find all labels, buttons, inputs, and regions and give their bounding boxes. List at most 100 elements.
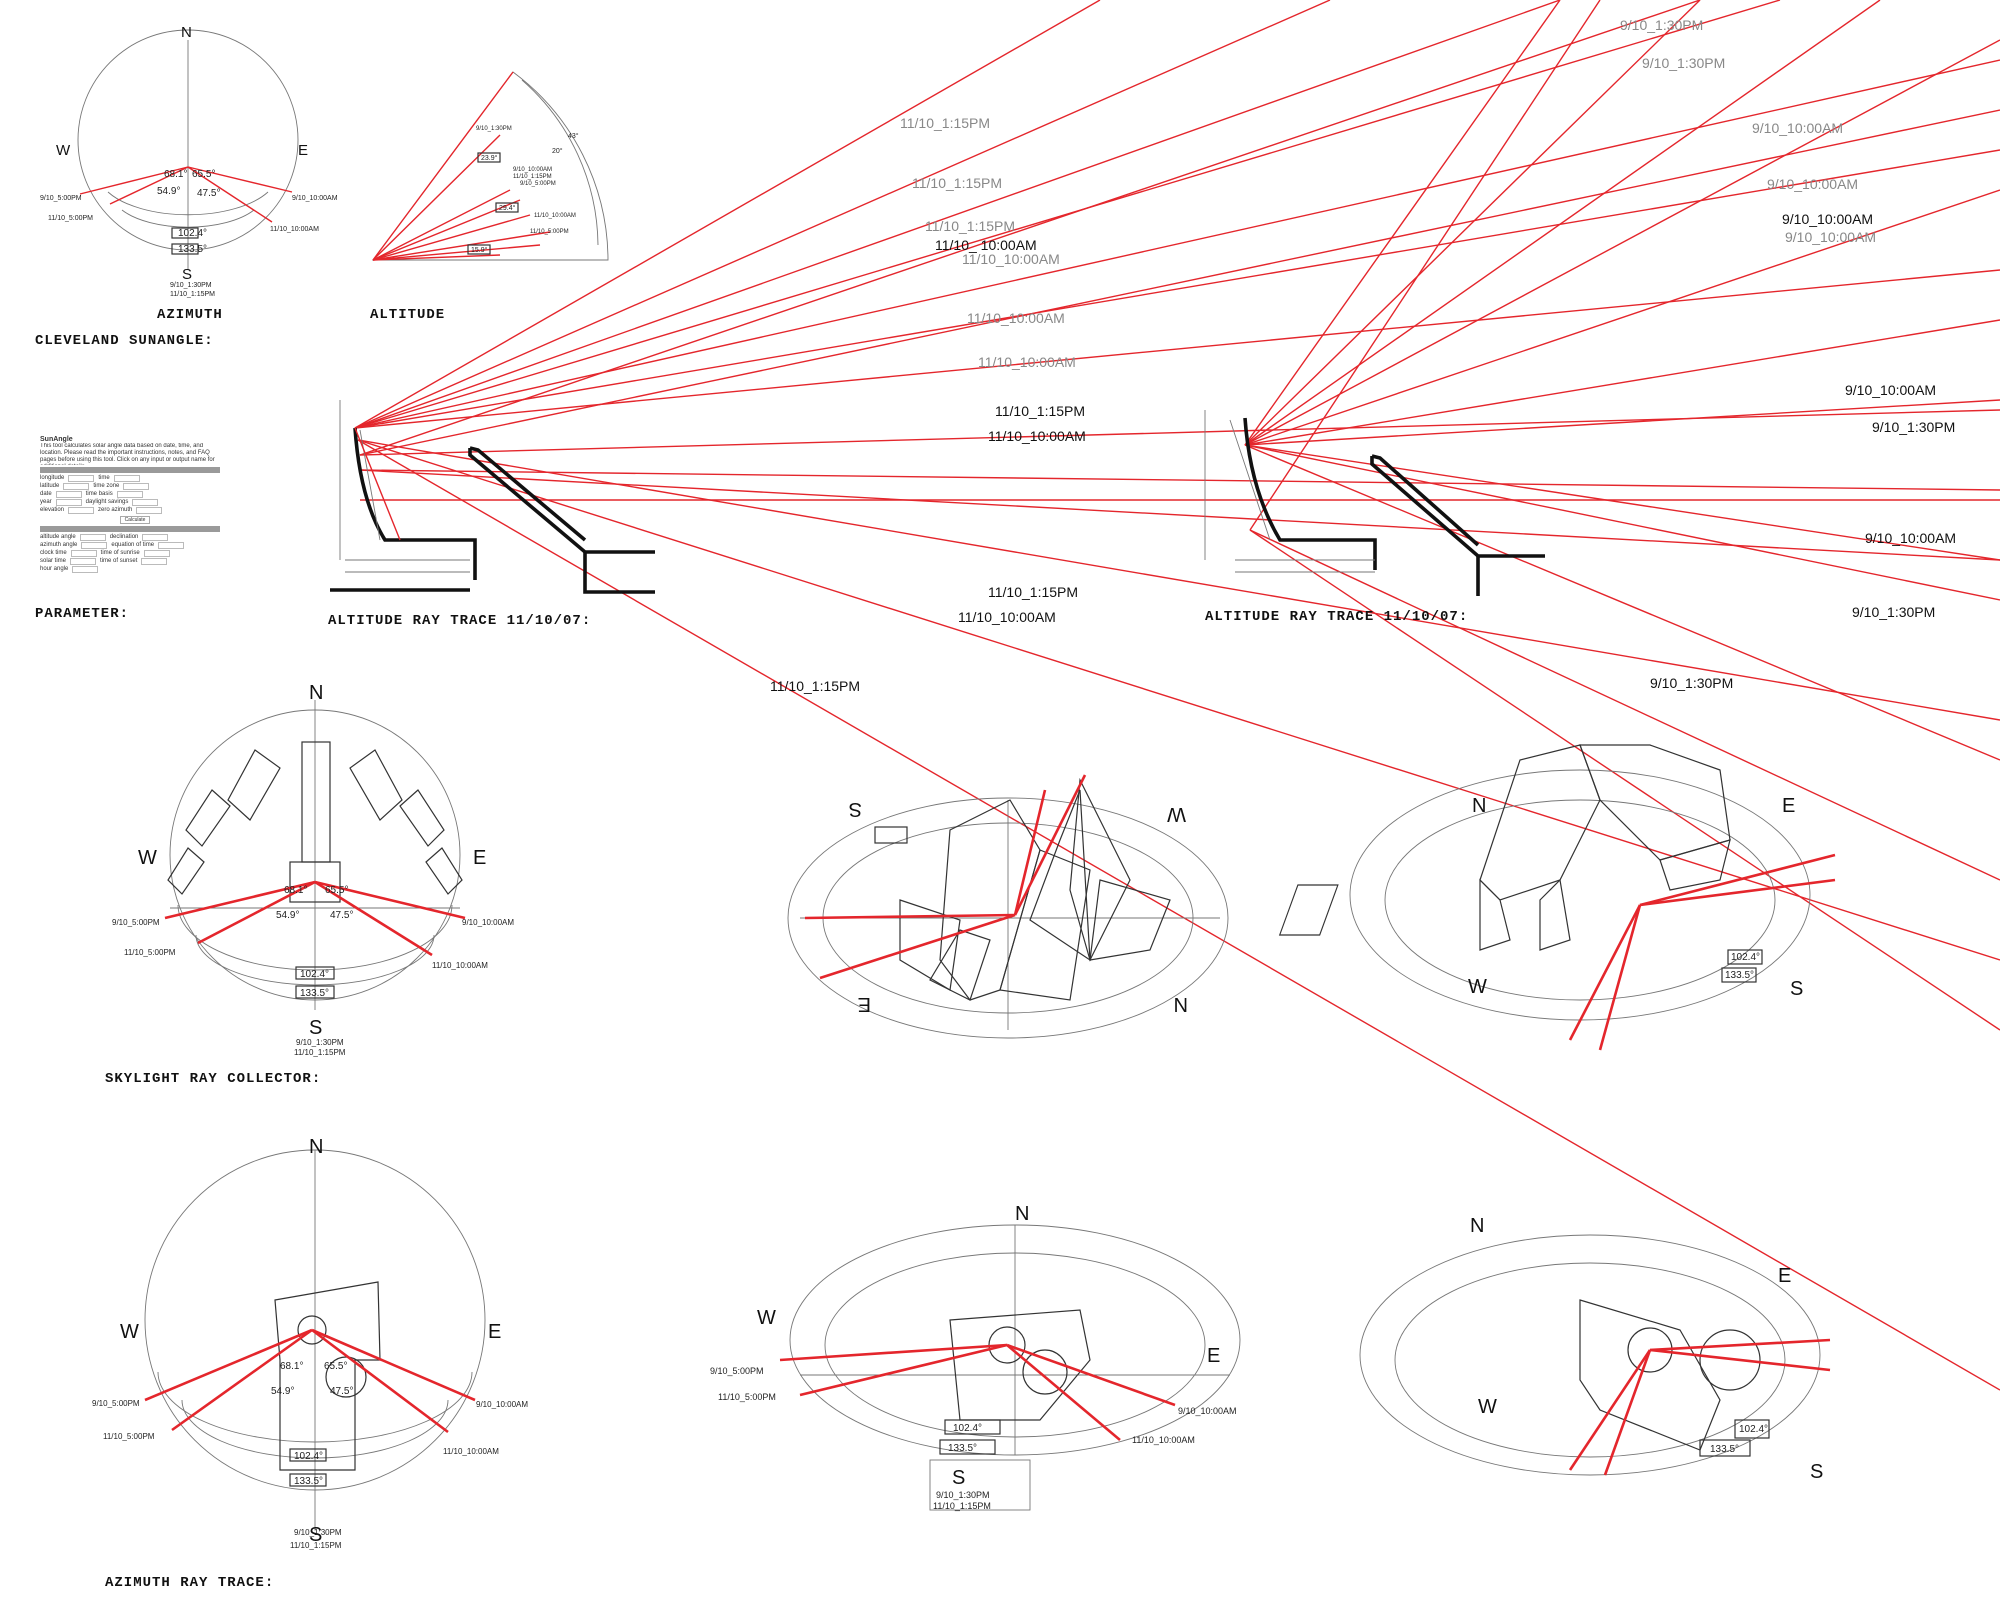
angle-box: 15.9° bbox=[471, 246, 488, 254]
field-box bbox=[81, 542, 108, 549]
field-box bbox=[141, 558, 168, 565]
field-zero-azimuth: zero azimuth bbox=[98, 507, 133, 513]
ray-label: 9/10_1:30PM bbox=[1650, 675, 1733, 691]
title-azimuth: AZIMUTH bbox=[157, 307, 223, 323]
time-label: 11/10_10:00AM bbox=[1132, 1435, 1195, 1445]
angle-box: 102.4° bbox=[300, 969, 329, 980]
angle-box: 102.4° bbox=[1739, 1424, 1768, 1435]
out-sunrise: time of sunrise bbox=[100, 550, 140, 556]
angle-box: 133.5° bbox=[948, 1443, 977, 1454]
angle-label: 54.9° bbox=[276, 910, 299, 921]
angle-label: 54.9° bbox=[271, 1386, 294, 1397]
time-label: 11/10_5:00PM bbox=[103, 1432, 155, 1441]
compass-s: S bbox=[182, 266, 192, 283]
field-box[interactable] bbox=[63, 483, 90, 490]
compass-s: S bbox=[1790, 978, 1803, 1000]
time-label: 9/10_1:30PM bbox=[170, 282, 212, 289]
out-azimuth: azimuth angle bbox=[40, 542, 78, 548]
compass-s: S bbox=[309, 1017, 322, 1039]
field-box[interactable] bbox=[68, 475, 95, 482]
compass-n: N bbox=[1472, 795, 1486, 817]
time-label: 9/10_5:00PM bbox=[710, 1366, 764, 1376]
ray-label: 11/10_10:00AM bbox=[988, 428, 1086, 444]
field-time-zone: time zone bbox=[93, 483, 120, 489]
field-box bbox=[79, 534, 106, 541]
skylight-plan: 102.4° 133.5° 68.1° 65.5° 54.9° 47.5° N … bbox=[112, 682, 514, 1057]
field-box[interactable] bbox=[55, 491, 82, 498]
field-time: time bbox=[98, 475, 110, 481]
field-box[interactable] bbox=[116, 491, 143, 498]
ray-label: 9/10_1:30PM bbox=[1872, 419, 1955, 435]
field-box[interactable] bbox=[123, 483, 150, 490]
ray-labels: 9/10_1:30PM 9/10_1:30PM 11/10_1:15PM 9/1… bbox=[770, 17, 1956, 694]
field-box[interactable] bbox=[136, 507, 163, 514]
angle-box: 133.5° bbox=[294, 1476, 323, 1487]
angle-label: 68.1° bbox=[284, 885, 307, 896]
time-label: 11/10_10:00AM bbox=[270, 226, 319, 233]
field-box bbox=[70, 550, 97, 557]
ray-label: 9/10_10:00AM bbox=[1752, 120, 1843, 136]
title-altitude: ALTITUDE bbox=[370, 307, 445, 323]
field-box bbox=[72, 566, 99, 573]
compass-e: E bbox=[1782, 795, 1795, 817]
ray-label: 11/10_10:00AM bbox=[958, 609, 1056, 625]
angle-label: 47.5° bbox=[197, 188, 220, 199]
time-label: 9/10_10:00AM bbox=[513, 167, 552, 173]
compass-e: E bbox=[858, 993, 871, 1015]
compass-w: W bbox=[1167, 803, 1186, 825]
time-label: 11/10_5:00PM bbox=[124, 948, 176, 957]
title-cleveland: CLEVELAND SUNANGLE: bbox=[35, 333, 214, 349]
time-label: 9/10_1:30PM bbox=[936, 1490, 990, 1500]
compass-w: W bbox=[757, 1307, 776, 1329]
time-label: 11/10_1:15PM bbox=[290, 1541, 342, 1550]
field-box[interactable] bbox=[113, 475, 140, 482]
ray-label: 9/10_1:30PM bbox=[1642, 55, 1725, 71]
title-skylight: SKYLIGHT RAY COLLECTOR: bbox=[105, 1071, 321, 1087]
angle-box: 102.4° bbox=[178, 228, 207, 239]
compass-s: S bbox=[309, 1524, 322, 1546]
title-parameter: PARAMETER: bbox=[35, 606, 129, 622]
ray-label: 11/10_1:15PM bbox=[912, 175, 1002, 191]
azimuth-trace-plan: 102.4° 133.5° 68.1° 65.5° 54.9° 47.5° N … bbox=[92, 1136, 528, 1550]
ray-label: 9/10_10:00AM bbox=[1845, 382, 1936, 398]
out-sunset: time of sunset bbox=[100, 558, 138, 564]
angle-box: 102.4° bbox=[953, 1423, 982, 1434]
azimuth-trace-iso-2: 102.4° 133.5° N E W S bbox=[1359, 1215, 1831, 1483]
field-year: year bbox=[40, 499, 52, 505]
field-elevation: elevation bbox=[40, 507, 65, 513]
field-daylight: daylight savings bbox=[85, 499, 129, 505]
out-equation: equation of time bbox=[111, 542, 155, 548]
compass-n: N bbox=[309, 1136, 323, 1158]
time-label: 9/10_5:00PM bbox=[92, 1399, 140, 1408]
out-declination: declination bbox=[109, 534, 139, 540]
field-box bbox=[143, 550, 170, 557]
field-box[interactable] bbox=[132, 499, 159, 506]
altitude-section-1 bbox=[330, 400, 655, 594]
time-label: 11/10_1:15PM bbox=[294, 1048, 346, 1057]
compass-e: E bbox=[473, 847, 486, 869]
field-box[interactable] bbox=[68, 507, 95, 514]
compass-n: N bbox=[309, 682, 323, 704]
title-altitude-trace-2: ALTITUDE RAY TRACE 11/10/07: bbox=[1205, 609, 1468, 625]
angle-label: 65.5° bbox=[325, 885, 348, 896]
compass-n: N bbox=[181, 24, 192, 41]
angle-box: 102.4° bbox=[1731, 952, 1760, 963]
out-solar: solar time bbox=[40, 558, 67, 564]
field-box[interactable] bbox=[55, 499, 82, 506]
angle-box: 133.5° bbox=[178, 244, 207, 255]
angle-label: 20° bbox=[552, 147, 563, 155]
field-box bbox=[158, 542, 185, 549]
compass-w: W bbox=[138, 847, 157, 869]
ray-label: 11/10_10:00AM bbox=[962, 251, 1060, 267]
compass-e: E bbox=[1778, 1265, 1791, 1287]
angle-label: 68.1° bbox=[164, 169, 187, 180]
angle-box: 133.5° bbox=[300, 988, 329, 999]
ray-label: 9/10_1:30PM bbox=[1620, 17, 1703, 33]
ray-label: 11/10_ 10:00AM bbox=[935, 237, 1037, 253]
calculate-button[interactable]: Calculate bbox=[120, 516, 150, 524]
compass-w: W bbox=[120, 1321, 139, 1343]
time-label: 11/10_1:15PM bbox=[933, 1501, 991, 1511]
time-label: 9/10_1:30PM bbox=[476, 126, 512, 132]
time-label: 11/10_5:00PM bbox=[718, 1392, 776, 1402]
